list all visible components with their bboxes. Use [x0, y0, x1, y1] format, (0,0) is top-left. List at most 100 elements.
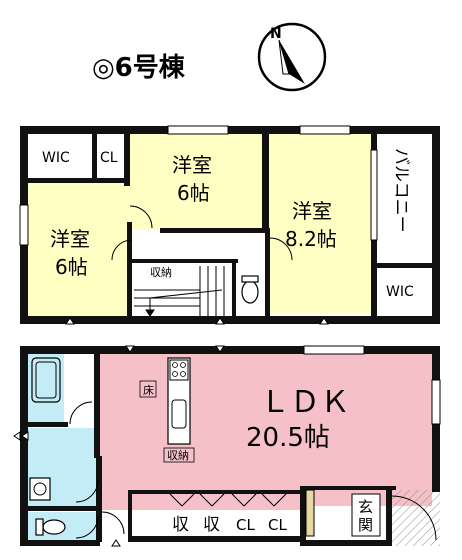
wall-entrance-right: [386, 486, 392, 542]
label-floor-storage: 床: [143, 383, 154, 397]
label-kitchen-storage: 収納: [167, 449, 189, 462]
compass-circle: [257, 22, 327, 92]
outlet-marker: [215, 317, 225, 325]
toilet-icon: [35, 518, 66, 536]
window-balcony-door: [370, 149, 378, 241]
outlet-marker: [13, 431, 21, 441]
wall-wic-cl: [92, 130, 97, 182]
wall-toilet-left: [232, 262, 236, 318]
bathtub-icon: [31, 357, 61, 403]
outlet-marker: [125, 345, 135, 353]
window-left: [19, 204, 29, 246]
wall-water-right: [94, 350, 100, 458]
label-wic-right: WIC: [386, 284, 414, 300]
door-swing-kitchen-storage: [101, 511, 125, 535]
wall-washroom-bottom: [24, 506, 100, 511]
door-swing-storage1: [169, 493, 195, 507]
compass: N: [257, 22, 327, 92]
label-storage1: 収: [172, 515, 189, 535]
label-entrance: 玄関: [358, 498, 373, 534]
stairs: [134, 266, 225, 317]
door-swing-cl2: [261, 493, 287, 507]
lower-floor: 床 収納 ＬＤＫ 20.5帖 収 収 CL CL 玄関: [13, 345, 441, 547]
room-left-name: 洋室: [50, 227, 90, 251]
wall-entrance-left: [300, 486, 306, 542]
door-swing-storage2: [199, 493, 225, 507]
wall-balcony-bottom: [371, 263, 436, 268]
outlet-marker: [319, 317, 329, 325]
label-cl2: CL: [268, 516, 287, 534]
wall-storage-row-top: [130, 490, 306, 494]
door-swing-washroom: [75, 479, 99, 503]
lower-wall-left: [20, 346, 28, 546]
label-storage2: 収: [203, 515, 220, 535]
lower-wall-top: [20, 346, 440, 354]
label-cl-upper: CL: [100, 150, 118, 166]
room-left-size: 6帖: [55, 255, 88, 279]
room-top-name: 洋室: [172, 153, 212, 177]
label-storage-upper: 収納: [150, 266, 172, 279]
stair-arrow-icon: [149, 289, 223, 314]
upper-wall-right: [432, 126, 440, 324]
entrance-label-box: [351, 493, 381, 537]
wall-top-room-bottom: [160, 228, 270, 233]
room-left-fill: [26, 182, 130, 320]
upper-floor: WIC CL 洋室 6帖 洋室 6帖 洋室 8.2帖 収納 バルコニー WIC: [19, 125, 440, 325]
sink-icon: [171, 399, 187, 429]
shoe-cabinet: [305, 489, 315, 537]
wall-kitchen-left: [96, 456, 102, 542]
outlet-marker: [21, 431, 29, 441]
wall-wic-bottom: [20, 178, 128, 183]
window-lower-right: [431, 379, 441, 425]
wall-toilet-right: [265, 230, 270, 318]
wall-entrance-top: [300, 486, 396, 490]
outlet-marker: [215, 345, 225, 353]
door-swing-cl1: [231, 493, 257, 507]
washbasin-icon: [29, 477, 51, 501]
building-title: ◎6号棟: [92, 53, 186, 83]
upper-wall-top: [20, 126, 440, 134]
entrance-porch: [392, 490, 440, 546]
wall-left-room-right: [127, 222, 132, 320]
room-right-fill: [269, 134, 371, 314]
lower-wall-bottom-left: [20, 540, 100, 546]
room-top-size: 6帖: [177, 181, 210, 205]
window-lower-top: [303, 345, 365, 355]
floor-storage-box: [139, 380, 157, 398]
compass-needle-tail: [278, 39, 290, 75]
outlet-marker: [111, 539, 121, 547]
room-top-fill: [128, 134, 262, 230]
door-swing-lavatory: [75, 515, 99, 539]
door-swing-entrance: [391, 495, 437, 541]
ldk-fill: [98, 354, 432, 506]
window-top-1: [167, 125, 229, 135]
room-right-name: 洋室: [292, 199, 332, 223]
wall-bath-bottom: [24, 422, 68, 427]
toilet-icon: [241, 275, 259, 304]
ldk-size: 20.5帖: [246, 423, 330, 453]
upper-wall-bottom: [20, 316, 440, 324]
door-swing-left-room: [111, 239, 133, 261]
compass-needle-icon: [279, 40, 305, 84]
kitchen-storage-box: [163, 447, 195, 463]
lower-wall-bottom-entrance: [300, 540, 392, 546]
window-top-2: [299, 125, 351, 135]
door-swing-bath: [69, 401, 93, 425]
room-right-size: 8.2帖: [285, 227, 337, 251]
wall-storage-bottom: [132, 259, 238, 263]
outlet-marker: [65, 317, 75, 325]
label-cl1: CL: [236, 516, 255, 534]
door-swing-top-room: [129, 205, 153, 229]
compass-north-label: N: [270, 26, 282, 42]
wall-cl-room: [124, 130, 130, 186]
door-swing-right-room: [269, 237, 293, 261]
balcony-fill: [377, 134, 432, 266]
label-wic-left: WIC: [42, 150, 70, 166]
ldk-fill-lower: [98, 500, 306, 510]
wall-storage-row-left: [128, 490, 132, 540]
wall-top-room-right: [262, 130, 269, 230]
label-balcony: バルコニー: [391, 148, 411, 233]
kitchen-counter: [167, 357, 191, 445]
ldk-name: ＬＤＫ: [260, 385, 350, 420]
